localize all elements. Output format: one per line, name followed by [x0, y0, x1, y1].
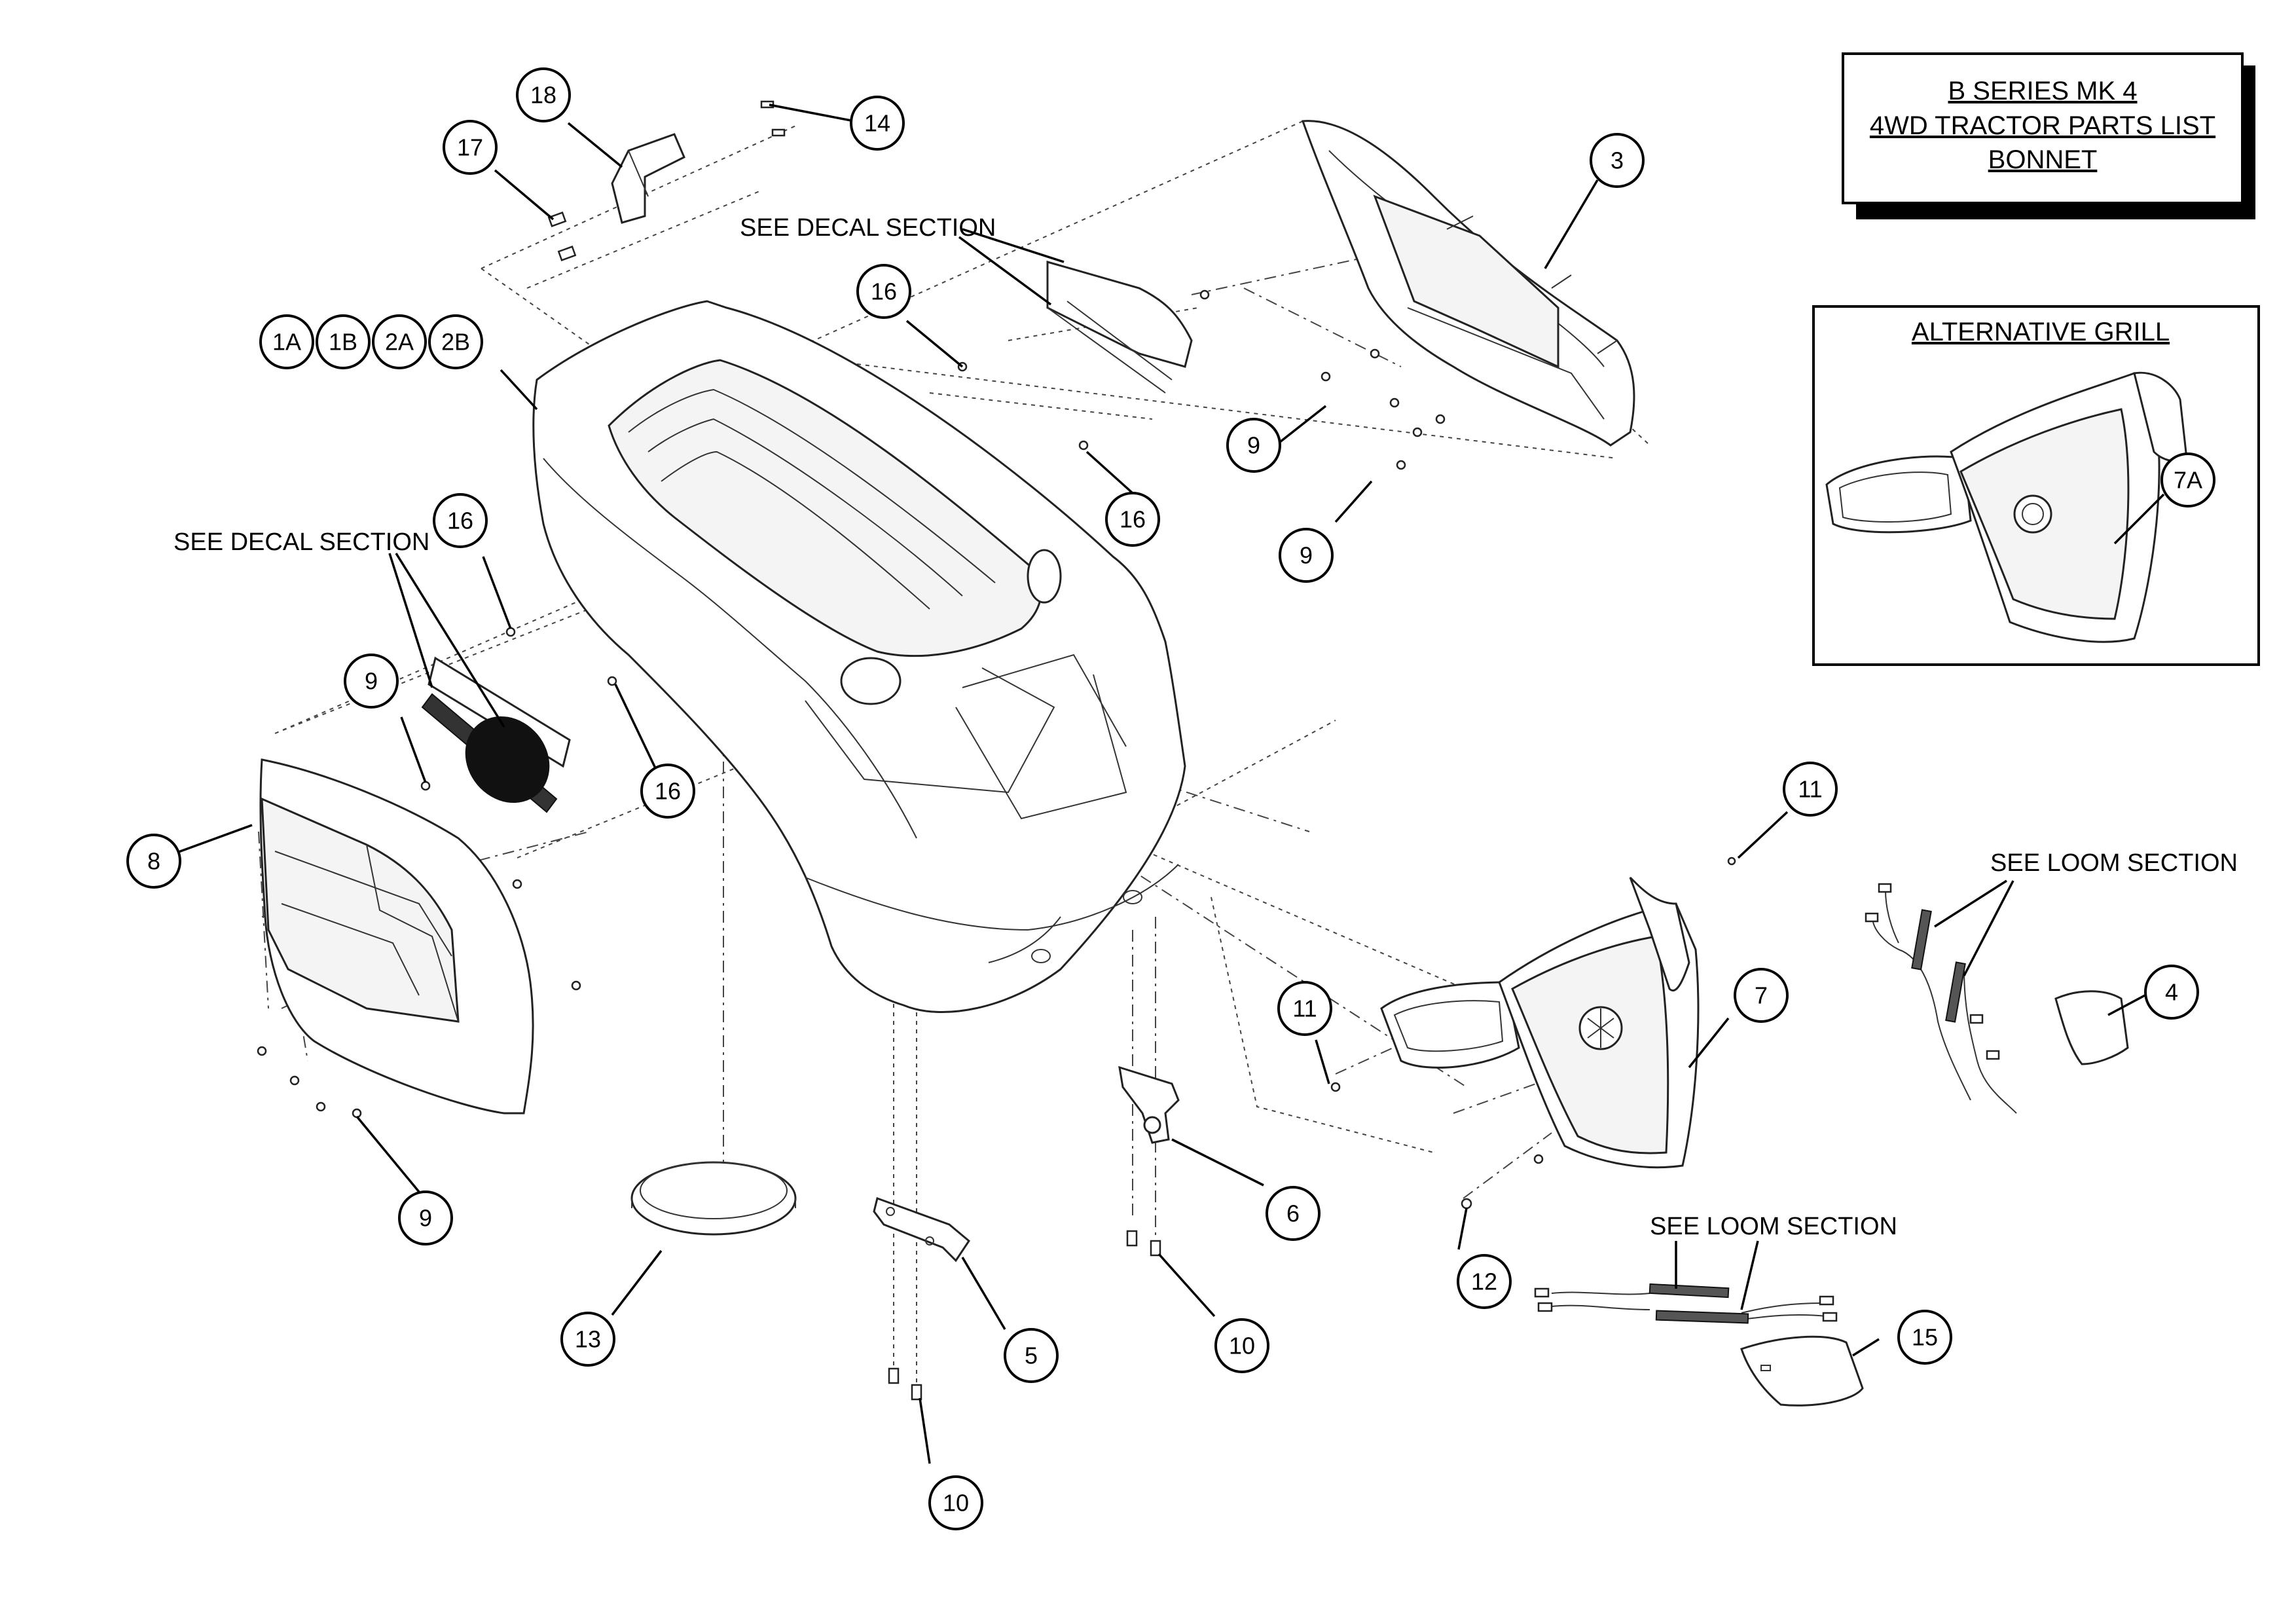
- callouts: 18 17 14 3 1A 1B 2A 2B 16 16 16 16 9 9 9…: [126, 67, 2215, 1530]
- bonnet-shell: [532, 300, 1186, 1014]
- callout-14: 14: [850, 96, 905, 151]
- part-3-rear-panel: [1301, 120, 1635, 447]
- svg-text:11: 11: [1292, 995, 1317, 1022]
- svg-text:11: 11: [1798, 776, 1822, 803]
- svg-text:16: 16: [1120, 506, 1146, 533]
- svg-text:15: 15: [1912, 1324, 1938, 1351]
- screws-small: [257, 100, 1736, 1401]
- callout-11-top: 11: [1783, 762, 1838, 817]
- svg-text:10: 10: [1229, 1333, 1255, 1359]
- loom-right: [1865, 883, 2017, 1114]
- svg-text:17: 17: [457, 134, 483, 161]
- decal-plate-top: [1046, 261, 1193, 394]
- callout-5: 5: [1004, 1328, 1059, 1383]
- callout-6: 6: [1266, 1186, 1321, 1241]
- svg-text:4: 4: [2165, 979, 2178, 1006]
- callout-4: 4: [2144, 965, 2199, 1020]
- svg-text:3: 3: [1611, 147, 1624, 174]
- callout-1a: 1A: [259, 314, 314, 369]
- callout-10-mid: 10: [1214, 1318, 1269, 1373]
- callout-17: 17: [443, 120, 498, 175]
- note-see-decal-top: SEE DECAL SECTION: [740, 214, 996, 242]
- callout-9-bottom: 9: [398, 1190, 453, 1246]
- svg-text:13: 13: [575, 1326, 601, 1353]
- svg-text:7: 7: [1755, 982, 1768, 1009]
- callout-11-mid: 11: [1277, 981, 1332, 1036]
- callout-2b: 2B: [428, 314, 483, 369]
- notes: SEE DECAL SECTION SEE DECAL SECTION SEE …: [173, 214, 2238, 1310]
- callout-2a: 2A: [372, 314, 427, 369]
- side-decals: [421, 656, 571, 813]
- svg-text:1B: 1B: [329, 329, 357, 356]
- callout-16-mid: 16: [1105, 492, 1160, 547]
- part-13-ring: [630, 1161, 797, 1236]
- callout-13: 13: [560, 1312, 615, 1367]
- part-15-cover: [1740, 1335, 1864, 1407]
- part-18-bracket: [611, 133, 685, 224]
- svg-text:9: 9: [365, 668, 378, 695]
- svg-text:1A: 1A: [272, 329, 301, 356]
- callout-16-left: 16: [433, 493, 488, 548]
- svg-text:8: 8: [147, 848, 160, 875]
- callout-9-left: 9: [344, 654, 399, 709]
- callout-leaders: [176, 103, 2165, 1464]
- svg-text:18: 18: [530, 82, 556, 109]
- callout-9-right-a: 9: [1226, 418, 1281, 473]
- loom-bottom: [1534, 1283, 1838, 1324]
- part-6-bracket: [1118, 1065, 1180, 1144]
- svg-text:14: 14: [864, 110, 890, 137]
- svg-text:9: 9: [419, 1205, 432, 1232]
- title-line-2: 4WD TRACTOR PARTS LIST: [1870, 111, 2215, 140]
- callout-7: 7: [1734, 968, 1789, 1023]
- inset-title: ALTERNATIVE GRILL: [1912, 318, 2170, 346]
- title-line-1: B SERIES MK 4: [1948, 77, 2138, 105]
- part-5-bracket: [873, 1197, 970, 1263]
- svg-text:7A: 7A: [2174, 467, 2202, 494]
- title-block: B SERIES MK 4 4WD TRACTOR PARTS LIST BON…: [1842, 52, 2255, 219]
- callout-9-right-b: 9: [1279, 528, 1334, 583]
- callout-15: 15: [1897, 1310, 1952, 1365]
- callout-18: 18: [516, 67, 571, 122]
- alternative-grill-part: [1825, 371, 2188, 643]
- svg-text:16: 16: [871, 278, 897, 305]
- callout-8: 8: [126, 834, 181, 889]
- part-8-side-panel: [259, 758, 534, 1115]
- svg-text:6: 6: [1286, 1200, 1300, 1227]
- note-see-loom-bottom: SEE LOOM SECTION: [1650, 1213, 1897, 1240]
- svg-text:9: 9: [1300, 542, 1313, 569]
- callout-1b: 1B: [316, 314, 371, 369]
- svg-text:2B: 2B: [441, 329, 470, 356]
- callout-16-lower: 16: [640, 764, 695, 819]
- note-see-decal-left: SEE DECAL SECTION: [173, 528, 429, 556]
- callout-7a: 7A: [2160, 452, 2215, 507]
- callout-16-top: 16: [856, 264, 911, 319]
- svg-text:10: 10: [943, 1490, 969, 1517]
- svg-text:9: 9: [1247, 432, 1260, 459]
- note-see-loom-right: SEE LOOM SECTION: [1990, 849, 2238, 877]
- callout-3: 3: [1590, 133, 1645, 188]
- svg-text:16: 16: [447, 507, 473, 534]
- svg-text:2A: 2A: [385, 329, 414, 356]
- callout-10-bottom: 10: [928, 1475, 983, 1530]
- part-4-cover: [2054, 990, 2129, 1065]
- svg-text:5: 5: [1025, 1342, 1038, 1369]
- part-7-grill: [1380, 876, 1700, 1169]
- svg-text:16: 16: [655, 778, 681, 805]
- callout-12: 12: [1457, 1254, 1512, 1309]
- title-line-3: BONNET: [1988, 145, 2098, 174]
- svg-text:12: 12: [1471, 1268, 1497, 1295]
